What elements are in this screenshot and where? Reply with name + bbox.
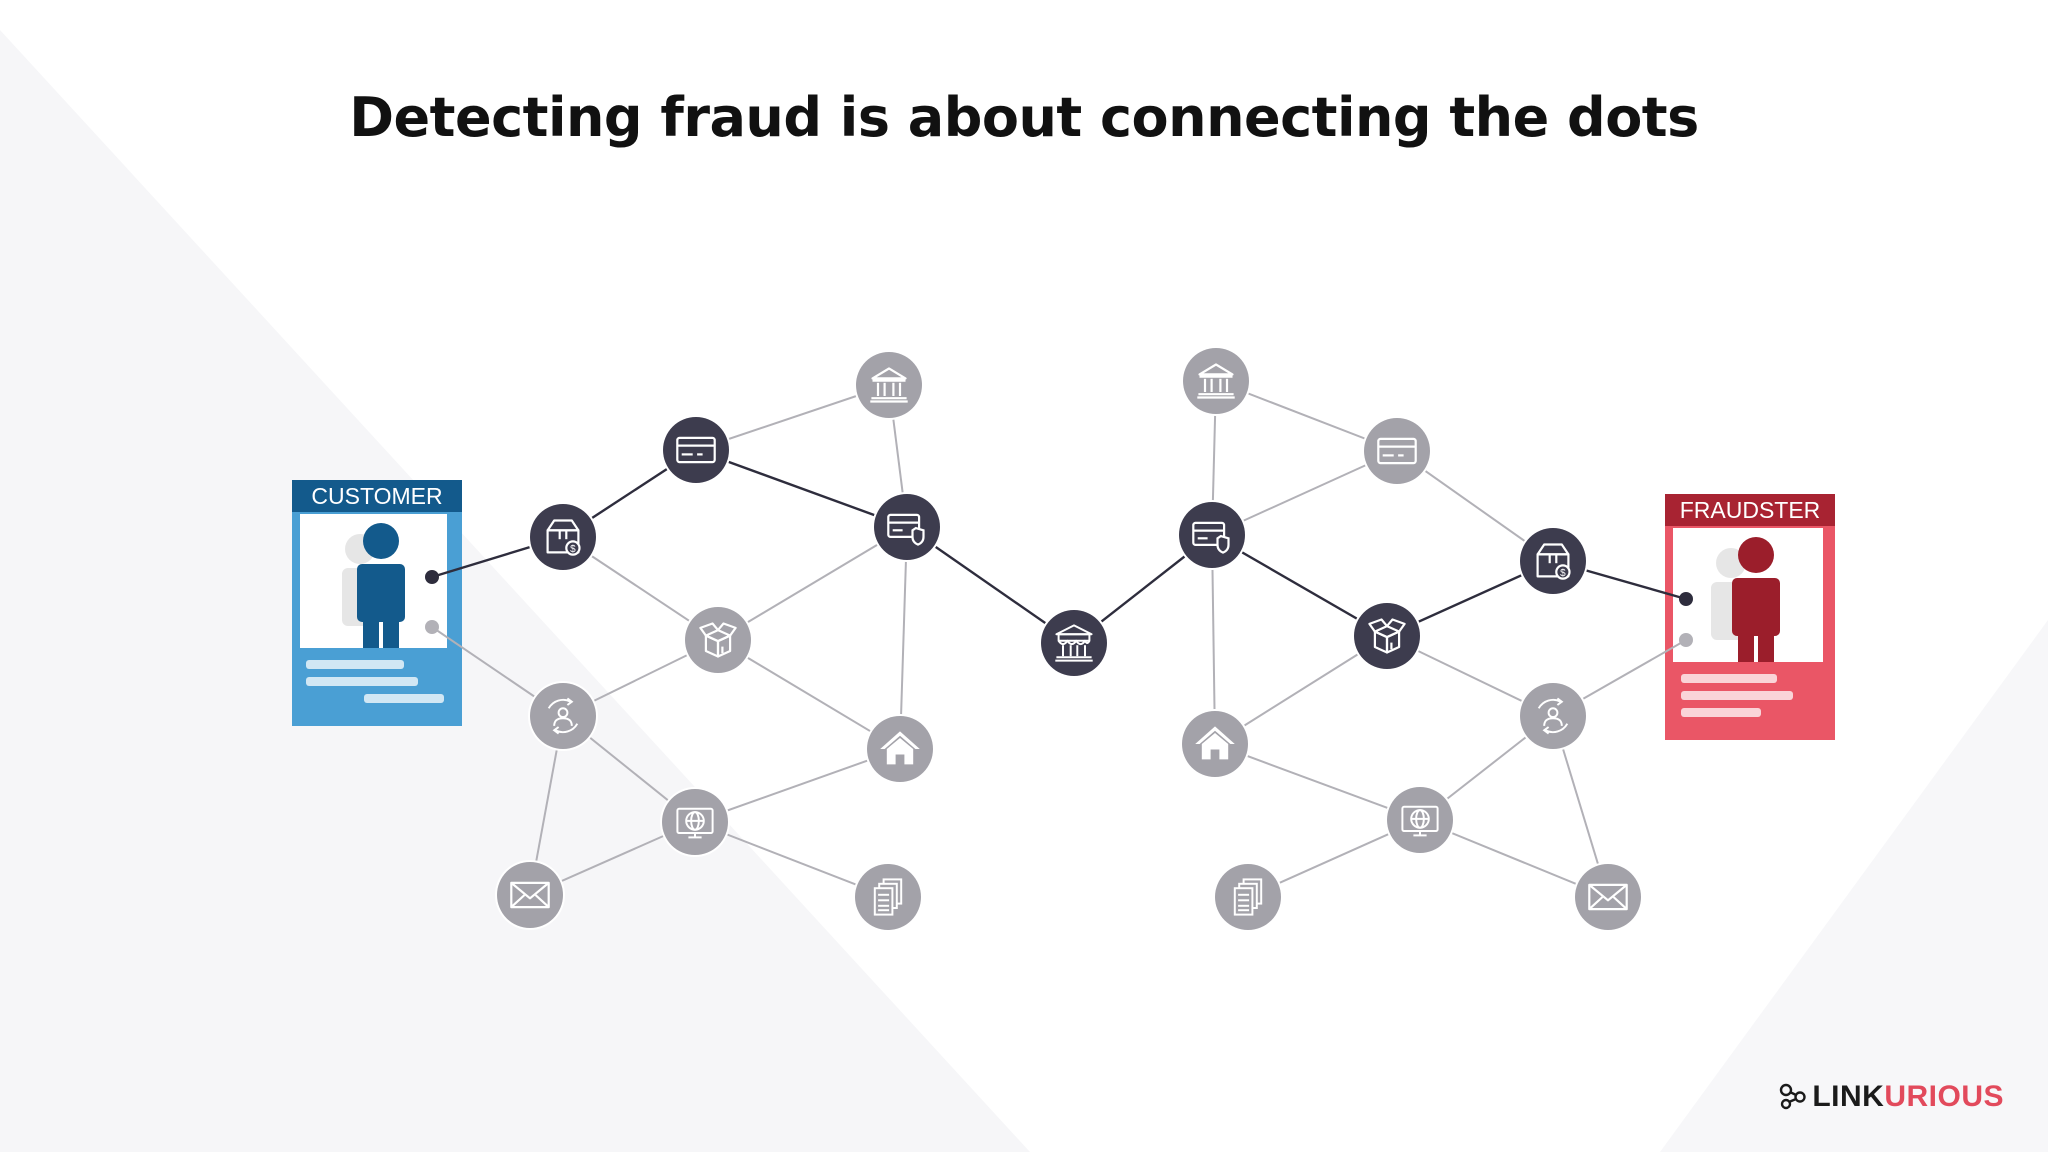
fraudster-info-line [1681, 691, 1793, 700]
fraudster-card-label: FRAUDSTER [1665, 494, 1835, 526]
linkurious-logo-icon [1780, 1083, 1807, 1110]
node-user-cycle [528, 681, 598, 751]
node-open-box [1352, 601, 1422, 671]
edge-L_box-L_home [717, 639, 901, 750]
card-connector-dot [1679, 633, 1693, 647]
edge-L_card1-L_card2 [695, 448, 908, 529]
node-globe-monitor [660, 787, 730, 857]
node-package-dollar [528, 502, 598, 572]
page-title: Detecting fraud is about connecting the … [349, 86, 1699, 149]
customer-photo [300, 514, 447, 648]
node-secure-card [1177, 500, 1247, 570]
fraudster-photo [1673, 528, 1823, 662]
card-connector-dot [425, 620, 439, 634]
node-bank [854, 350, 924, 420]
node-open-box [683, 605, 753, 675]
logo-text-suffix: URIOUS [1884, 1080, 2004, 1113]
edge-R_home-R_globe [1214, 743, 1421, 821]
node-credit-card [661, 415, 731, 485]
node-documents [853, 862, 923, 932]
node-package-dollar [1518, 526, 1588, 596]
logo-text-prefix: LINK [1812, 1080, 1885, 1113]
card-connector-dot [425, 570, 439, 584]
customer-info-line [364, 694, 444, 703]
customer-card-label: CUSTOMER [292, 480, 462, 512]
fraudster-info-line [1681, 708, 1761, 717]
node-home [865, 714, 935, 784]
customer-person-icon [342, 523, 405, 648]
edge-L_card2-L_home [899, 526, 908, 750]
node-mail [495, 860, 565, 930]
node-home [1180, 709, 1250, 779]
card-connector-dot [1679, 592, 1693, 606]
edge-L_home-L_globe [694, 748, 901, 823]
node-mail [1573, 862, 1643, 932]
node-user-cycle [1518, 681, 1588, 751]
node-globe-monitor [1385, 785, 1455, 855]
node-storefront [1039, 608, 1109, 678]
fraudster-person-icon [1711, 537, 1780, 662]
fraudster-card: FRAUDSTER [1665, 494, 1835, 740]
node-bank [1181, 346, 1251, 416]
node-credit-card [1362, 416, 1432, 486]
customer-card: CUSTOMER [292, 480, 462, 726]
node-documents [1213, 862, 1283, 932]
edge-L_card2-L_box [717, 526, 908, 641]
fraudster-info-line [1681, 674, 1777, 683]
customer-info-line [306, 677, 418, 686]
node-secure-card [872, 492, 942, 562]
customer-info-line [306, 660, 404, 669]
